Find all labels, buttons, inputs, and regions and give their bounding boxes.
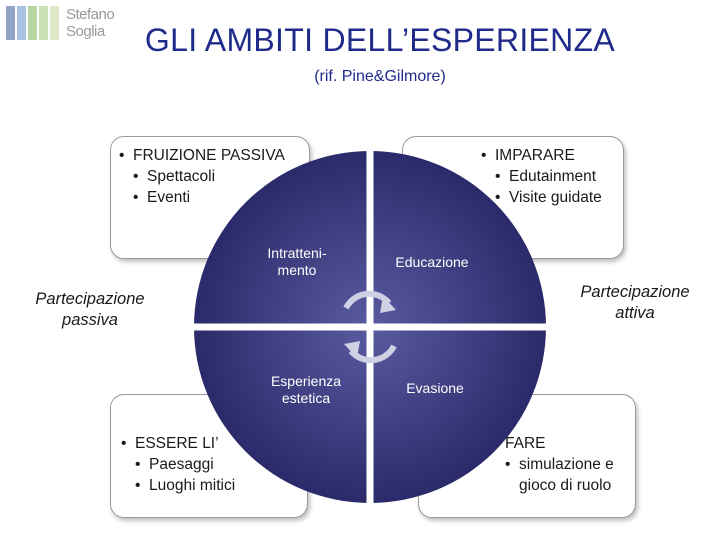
list-item: Spettacoli bbox=[133, 166, 303, 187]
box-bottom-left-list: ESSERE LI’ Paesaggi Luoghi mitici bbox=[121, 433, 251, 496]
quadrant-label-esperienza-estetica: Esperienza estetica bbox=[270, 373, 342, 406]
list-item: simulazione e gioco di ruolo bbox=[505, 454, 631, 496]
list-item: Visite guidate bbox=[495, 187, 623, 208]
logo-bar bbox=[6, 6, 15, 40]
arrowhead bbox=[380, 296, 396, 313]
box-top-right-list: IMPARARE Edutainment Visite guidate bbox=[481, 145, 623, 208]
box-top-left-list: FRUIZIONE PASSIVA Spettacoli Eventi bbox=[119, 145, 303, 208]
logo-bar bbox=[28, 6, 37, 40]
logo-bar bbox=[39, 6, 48, 40]
page-title: GLI AMBITI DELL’ESPERIENZA bbox=[144, 22, 616, 58]
list-item: Edutainment bbox=[495, 166, 623, 187]
logo-text-line2: Soglia bbox=[66, 23, 105, 40]
logo-bar bbox=[17, 6, 26, 40]
side-label-active: Partecipazione attiva bbox=[580, 283, 690, 322]
arrowhead bbox=[344, 341, 360, 358]
list-item: Luoghi mitici bbox=[135, 475, 251, 496]
list-item: Paesaggi bbox=[135, 454, 251, 475]
logo-bar bbox=[50, 6, 59, 40]
page-subtitle: (rif. Pine&Gilmore) bbox=[314, 68, 446, 85]
logo: Stefano Soglia bbox=[6, 6, 126, 46]
list-item: FRUIZIONE PASSIVA bbox=[119, 145, 303, 166]
quadrant-label-evasione: Evasione bbox=[406, 380, 464, 396]
list-item: Eventi bbox=[133, 187, 303, 208]
quadrant-label-intrattenimento: Intratteni-mento bbox=[267, 245, 327, 278]
quadrant-label-educazione: Educazione bbox=[395, 254, 469, 270]
logo-text-line1: Stefano bbox=[66, 6, 115, 23]
list-item: ESSERE LI’ bbox=[121, 433, 251, 454]
list-item: IMPARARE bbox=[481, 145, 623, 166]
side-label-passive: Partecipazione passiva bbox=[35, 290, 145, 329]
